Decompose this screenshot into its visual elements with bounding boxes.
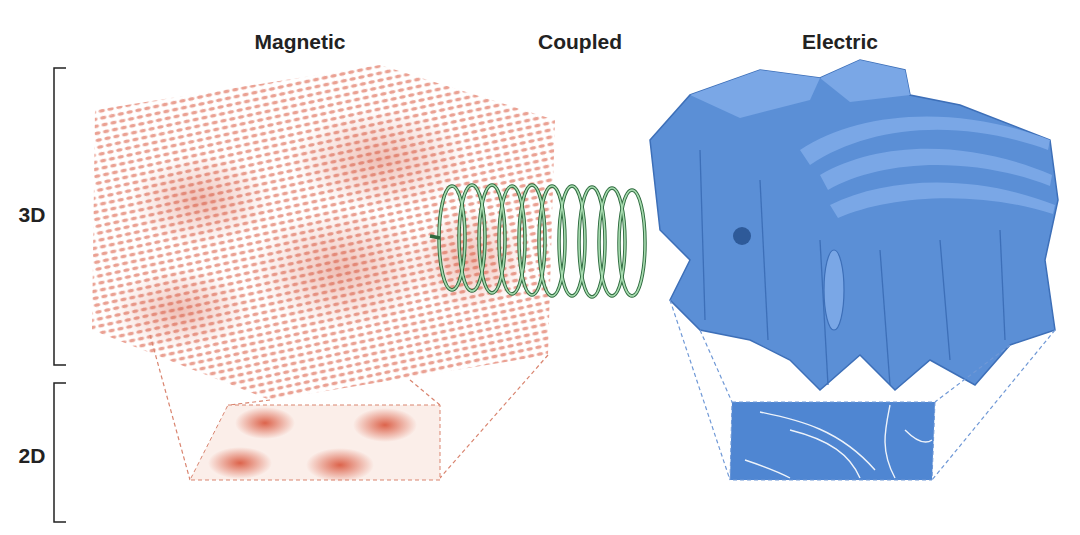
electric-domains: [650, 60, 1058, 390]
magnetic-cube: [92, 65, 555, 400]
magnetic-slice: [190, 405, 440, 482]
axis-bracket: [54, 68, 66, 522]
electric-slice: [730, 402, 935, 480]
projection-line: [670, 300, 1055, 480]
dimension-label: 3D: [19, 203, 46, 227]
column-heading: Magnetic: [254, 30, 345, 54]
column-heading: Coupled: [538, 30, 622, 54]
dimension-label: 2D: [19, 444, 46, 468]
column-heading: Electric: [802, 30, 878, 54]
coupling-spring: [430, 185, 645, 297]
